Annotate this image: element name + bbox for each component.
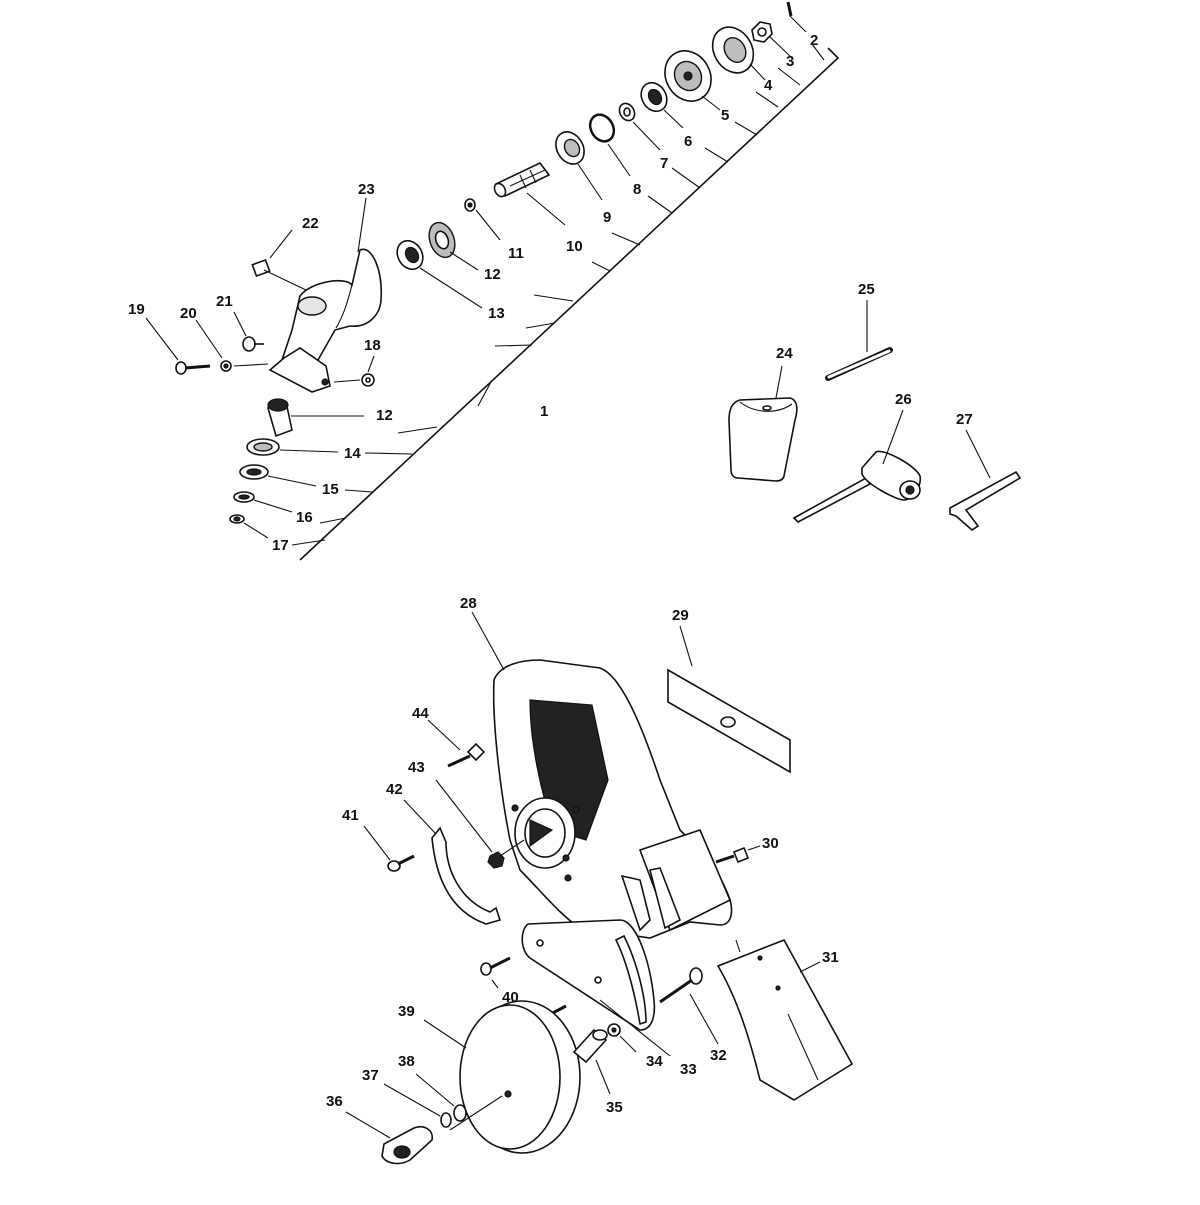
label-5: 5 [721, 107, 729, 124]
part-18-washer [333, 355, 375, 387]
label-27: 27 [956, 411, 973, 428]
label-42: 42 [386, 781, 403, 798]
part-21-screw [233, 311, 264, 352]
label-25: 25 [858, 281, 875, 298]
part-13-bearing [396, 239, 483, 309]
label-33: 33 [680, 1061, 697, 1078]
label-18: 18 [364, 337, 381, 354]
label-12-upper: 12 [484, 266, 501, 283]
label-23: 23 [358, 181, 375, 198]
label-38: 38 [398, 1053, 415, 1070]
part-28-guard [471, 611, 733, 939]
label-21: 21 [216, 293, 233, 310]
part-14-bearing [246, 438, 339, 456]
label-31: 31 [822, 949, 839, 966]
part-42-strap [403, 799, 502, 925]
label-19: 19 [128, 301, 145, 318]
label-39: 39 [398, 1003, 415, 1020]
label-37: 37 [362, 1067, 379, 1084]
part-34-washer [607, 1023, 637, 1053]
label-16: 16 [296, 509, 313, 526]
part-9-bearing [555, 131, 603, 201]
part-26-plug-wrench [792, 409, 922, 523]
label-26: 26 [895, 391, 912, 408]
label-7: 7 [660, 155, 668, 172]
part-17-snap-ring [229, 514, 269, 539]
part-3-nut [751, 21, 791, 57]
part-39-wheel [423, 1000, 581, 1154]
part-19-bolt [145, 317, 211, 375]
part-4-washer [711, 26, 766, 81]
label-3: 3 [786, 53, 794, 70]
part-23-gear-case [268, 197, 383, 393]
part-29-blade [667, 625, 791, 774]
part-2-pin [786, 1, 807, 33]
label-11: 11 [508, 245, 524, 262]
part-43-nut [435, 779, 525, 869]
part-30-bolt [715, 845, 761, 864]
label-36: 36 [326, 1093, 343, 1110]
part-5-holder [664, 50, 721, 111]
part-12-pinion [267, 398, 364, 438]
label-22: 22 [302, 215, 319, 232]
part-24-tool-bag [728, 365, 798, 482]
label-32: 32 [710, 1047, 727, 1064]
label-6: 6 [684, 133, 692, 150]
label-12-lower: 12 [376, 407, 393, 424]
part-11-washer [464, 198, 501, 241]
part-6-bearing [640, 81, 684, 129]
part-12-gear [428, 221, 479, 271]
label-9: 9 [603, 209, 611, 226]
part-16-washer [233, 491, 293, 513]
part-20-washer [195, 319, 269, 372]
label-40: 40 [502, 989, 519, 1006]
part-32-bolt [659, 967, 719, 1045]
part-25-rod [825, 300, 893, 381]
part-33-plate [521, 919, 671, 1057]
callout-labels: 1 2 3 4 5 6 7 8 9 10 11 12 13 12 14 15 1… [128, 32, 973, 1116]
part-10-shaft [493, 161, 566, 226]
label-20: 20 [180, 305, 197, 322]
label-2: 2 [810, 32, 818, 49]
part-44-screw [427, 719, 486, 768]
part-15-seal [239, 464, 317, 487]
bracket-leaders [291, 43, 825, 546]
label-14: 14 [344, 445, 361, 462]
part-41-bolt [363, 825, 415, 872]
label-28: 28 [460, 595, 477, 612]
label-24: 24 [776, 345, 793, 362]
label-4: 4 [764, 77, 773, 94]
label-13: 13 [488, 305, 505, 322]
label-44: 44 [412, 705, 429, 722]
label-15: 15 [322, 481, 339, 498]
part-38-washer [415, 1073, 467, 1122]
label-17: 17 [272, 537, 289, 554]
label-30: 30 [762, 835, 779, 852]
label-10: 10 [566, 238, 583, 255]
label-35: 35 [606, 1099, 623, 1116]
bracket-line-item-1 [299, 47, 840, 561]
label-29: 29 [672, 607, 689, 624]
part-22-plug [251, 229, 307, 291]
part-8-snap-ring [588, 113, 631, 177]
part-7-ring [618, 102, 661, 151]
part-37-washer [383, 1083, 452, 1128]
part-36-knob [345, 1111, 434, 1165]
part-31-deflector [716, 938, 854, 1101]
label-41: 41 [342, 807, 359, 824]
label-1: 1 [540, 403, 548, 420]
label-43: 43 [408, 759, 425, 776]
label-34: 34 [646, 1053, 663, 1070]
part-35-spacer [572, 1028, 611, 1095]
label-8: 8 [633, 181, 641, 198]
part-27-hex-key [949, 429, 1022, 532]
